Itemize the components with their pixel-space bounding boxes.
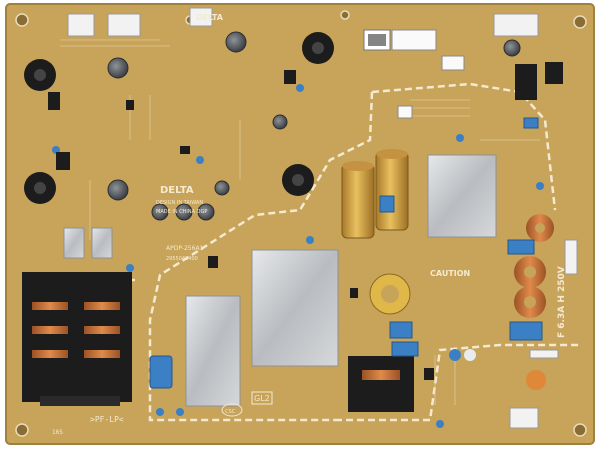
bottom-left-code: 16S [52, 429, 63, 436]
svg-text:CSC: CSC [225, 409, 236, 415]
brand-logo-top: DELTA [196, 13, 224, 22]
csc-marker: CSC [221, 403, 243, 417]
toroid-chokes [369, 214, 554, 318]
made-text: MADE IN CHINA DGP [156, 209, 207, 215]
main-transformer [22, 272, 132, 406]
brand-logo-main: DELTA [160, 185, 194, 196]
pcb-board [5, 3, 595, 445]
fuse-rating: F 6.3A H 250V [557, 266, 567, 338]
design-text: DESIGN IN TAIWAN [156, 200, 203, 206]
part-number: 2955042400 [166, 256, 198, 262]
pf-lp-marker: >PF-LP< [90, 415, 124, 424]
small-components [52, 84, 546, 428]
electrolytic-capacitors [107, 31, 521, 221]
top-connectors [67, 7, 563, 100]
bulk-capacitors [341, 149, 409, 239]
pfc-inductor [348, 356, 414, 412]
film-capacitors [149, 117, 543, 389]
heatsinks [63, 154, 497, 407]
svg-text:GL2: GL2 [254, 394, 270, 403]
sticker-labels [363, 29, 465, 119]
ics-and-transistors [48, 70, 434, 380]
model-number: APDP-256A1 [166, 245, 204, 252]
small-transformers [24, 32, 334, 204]
gl2-marker: GL2 [251, 391, 273, 405]
caution-heading: CAUTION [430, 269, 470, 278]
fuse [509, 239, 578, 429]
